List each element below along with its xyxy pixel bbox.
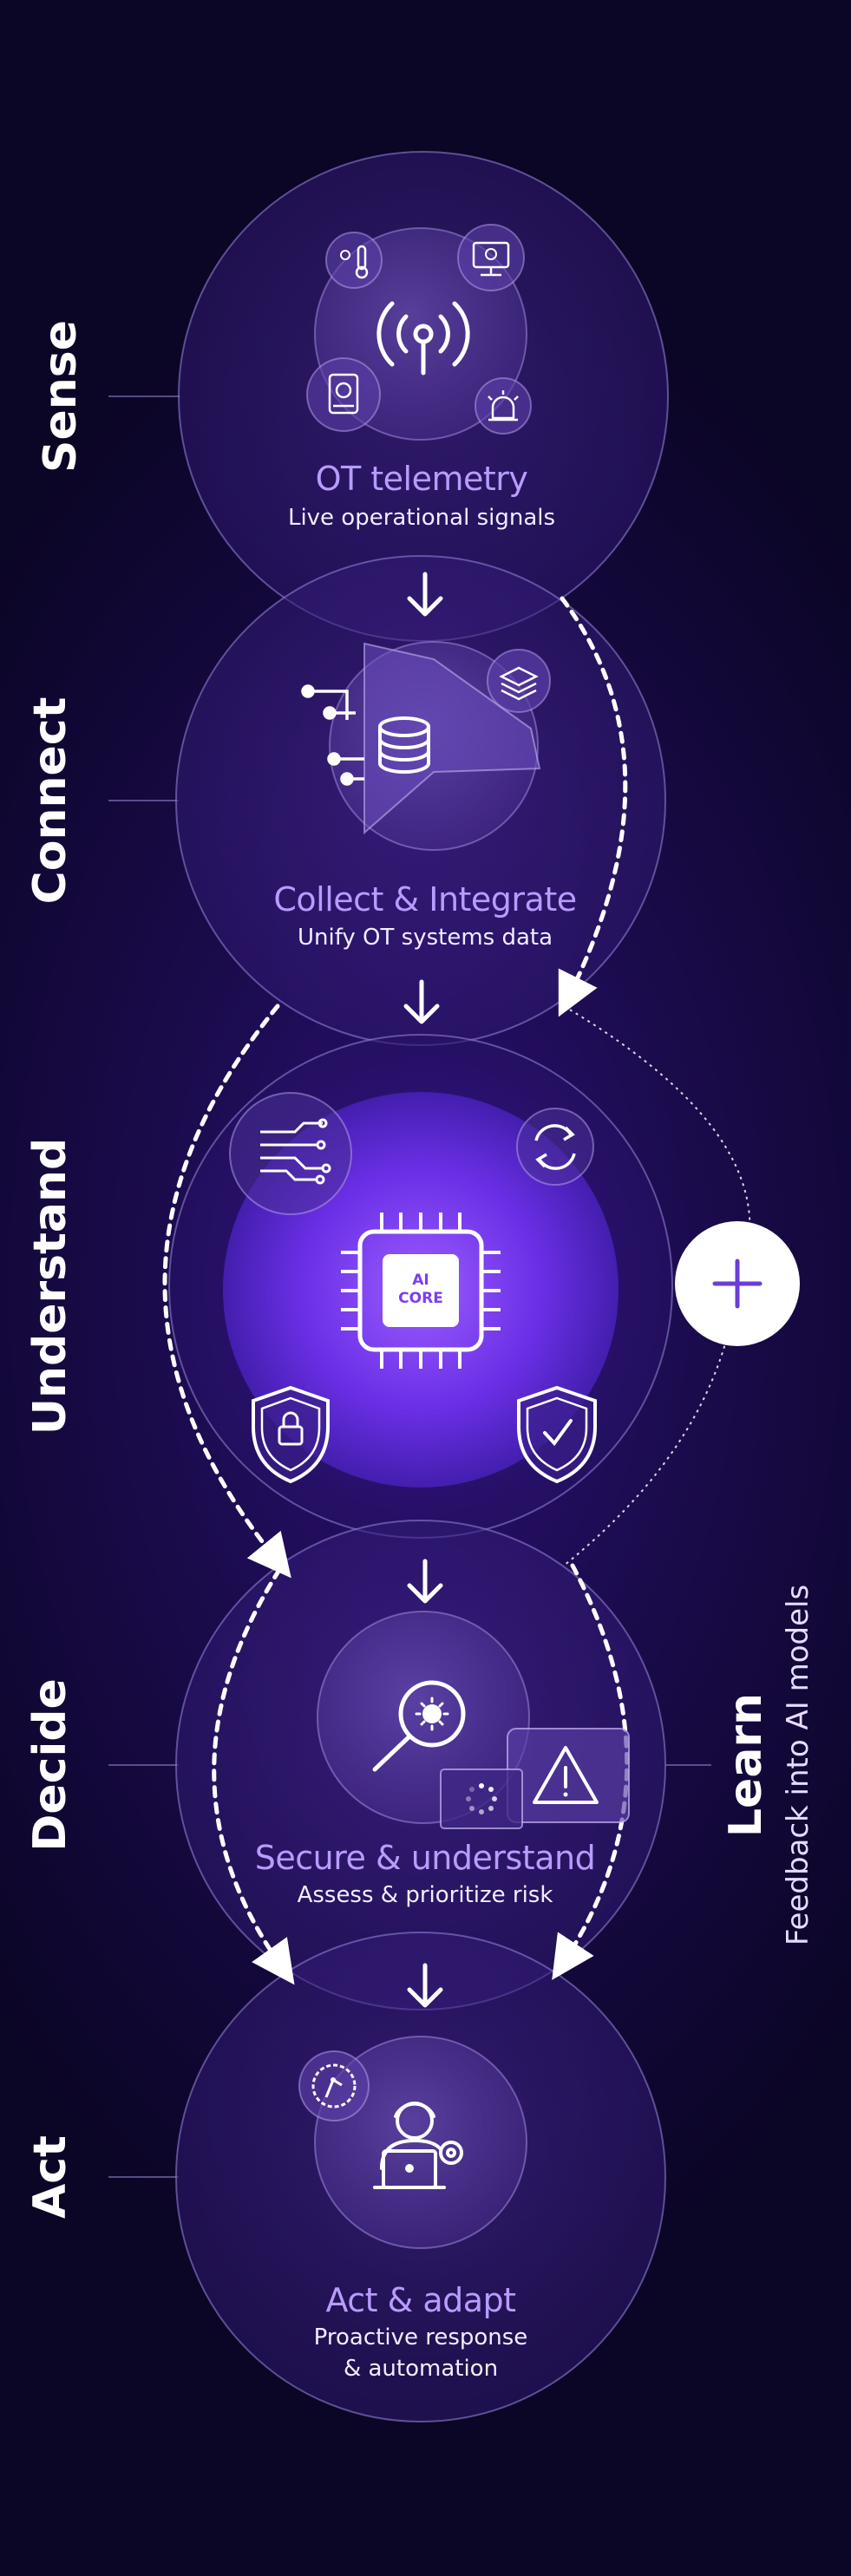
chip-icon [341,1213,501,1369]
funnel-shape [363,642,541,835]
learn-loop [563,1005,751,1566]
stage-label-connect: Connect [24,696,76,905]
check-shield-icon [517,1385,597,1484]
down-arrows [403,572,443,2008]
spinner-icon [440,1769,523,1829]
alarm-icon [475,377,532,435]
antenna-icon [376,301,470,376]
meter-icon [306,357,381,432]
ai-core-line2: CORE [398,1290,443,1307]
stage-label-act: Act [24,2135,76,2219]
sense-title: OT telemetry [315,460,528,498]
operator-icon [373,2102,463,2189]
robot-arm-icon [298,2050,370,2122]
label-guides [108,396,711,2178]
decide-subtitle: Assess & prioritize risk [297,1882,553,1908]
circuit-lines-icon [301,684,364,786]
act-subtitle-2: & automation [343,2356,499,2382]
database-icon [378,716,430,774]
stage-label-decide: Decide [24,1678,76,1852]
connect-title: Collect & Integrate [273,880,577,919]
stage-label-sense: Sense [35,320,87,473]
sync-icon [516,1108,594,1186]
plus-icon[interactable] [675,1221,800,1346]
magnifier-icon [372,1680,466,1772]
act-title: Act & adapt [325,2281,516,2319]
ai-core-panel [383,1254,459,1327]
layers-icon [487,649,551,713]
stage-label-understand: Understand [24,1137,76,1435]
connect-subtitle: Unify OT systems data [297,925,553,951]
decide-title: Secure & understand [254,1839,596,1877]
learn-subtitle: Feedback into AI models [781,1584,815,1946]
thermometer-icon [325,232,383,289]
ai-core-label: AI CORE [382,1272,460,1308]
lock-shield-icon [252,1385,330,1484]
sense-subtitle: Live operational signals [287,505,556,531]
ai-core-line1: AI [412,1272,429,1289]
act-subtitle: Proactive response [313,2324,528,2350]
monitor-icon [457,224,525,291]
learn-label: Learn [720,1692,772,1838]
circuit-icon [229,1092,352,1215]
warning-icon [507,1728,630,1823]
